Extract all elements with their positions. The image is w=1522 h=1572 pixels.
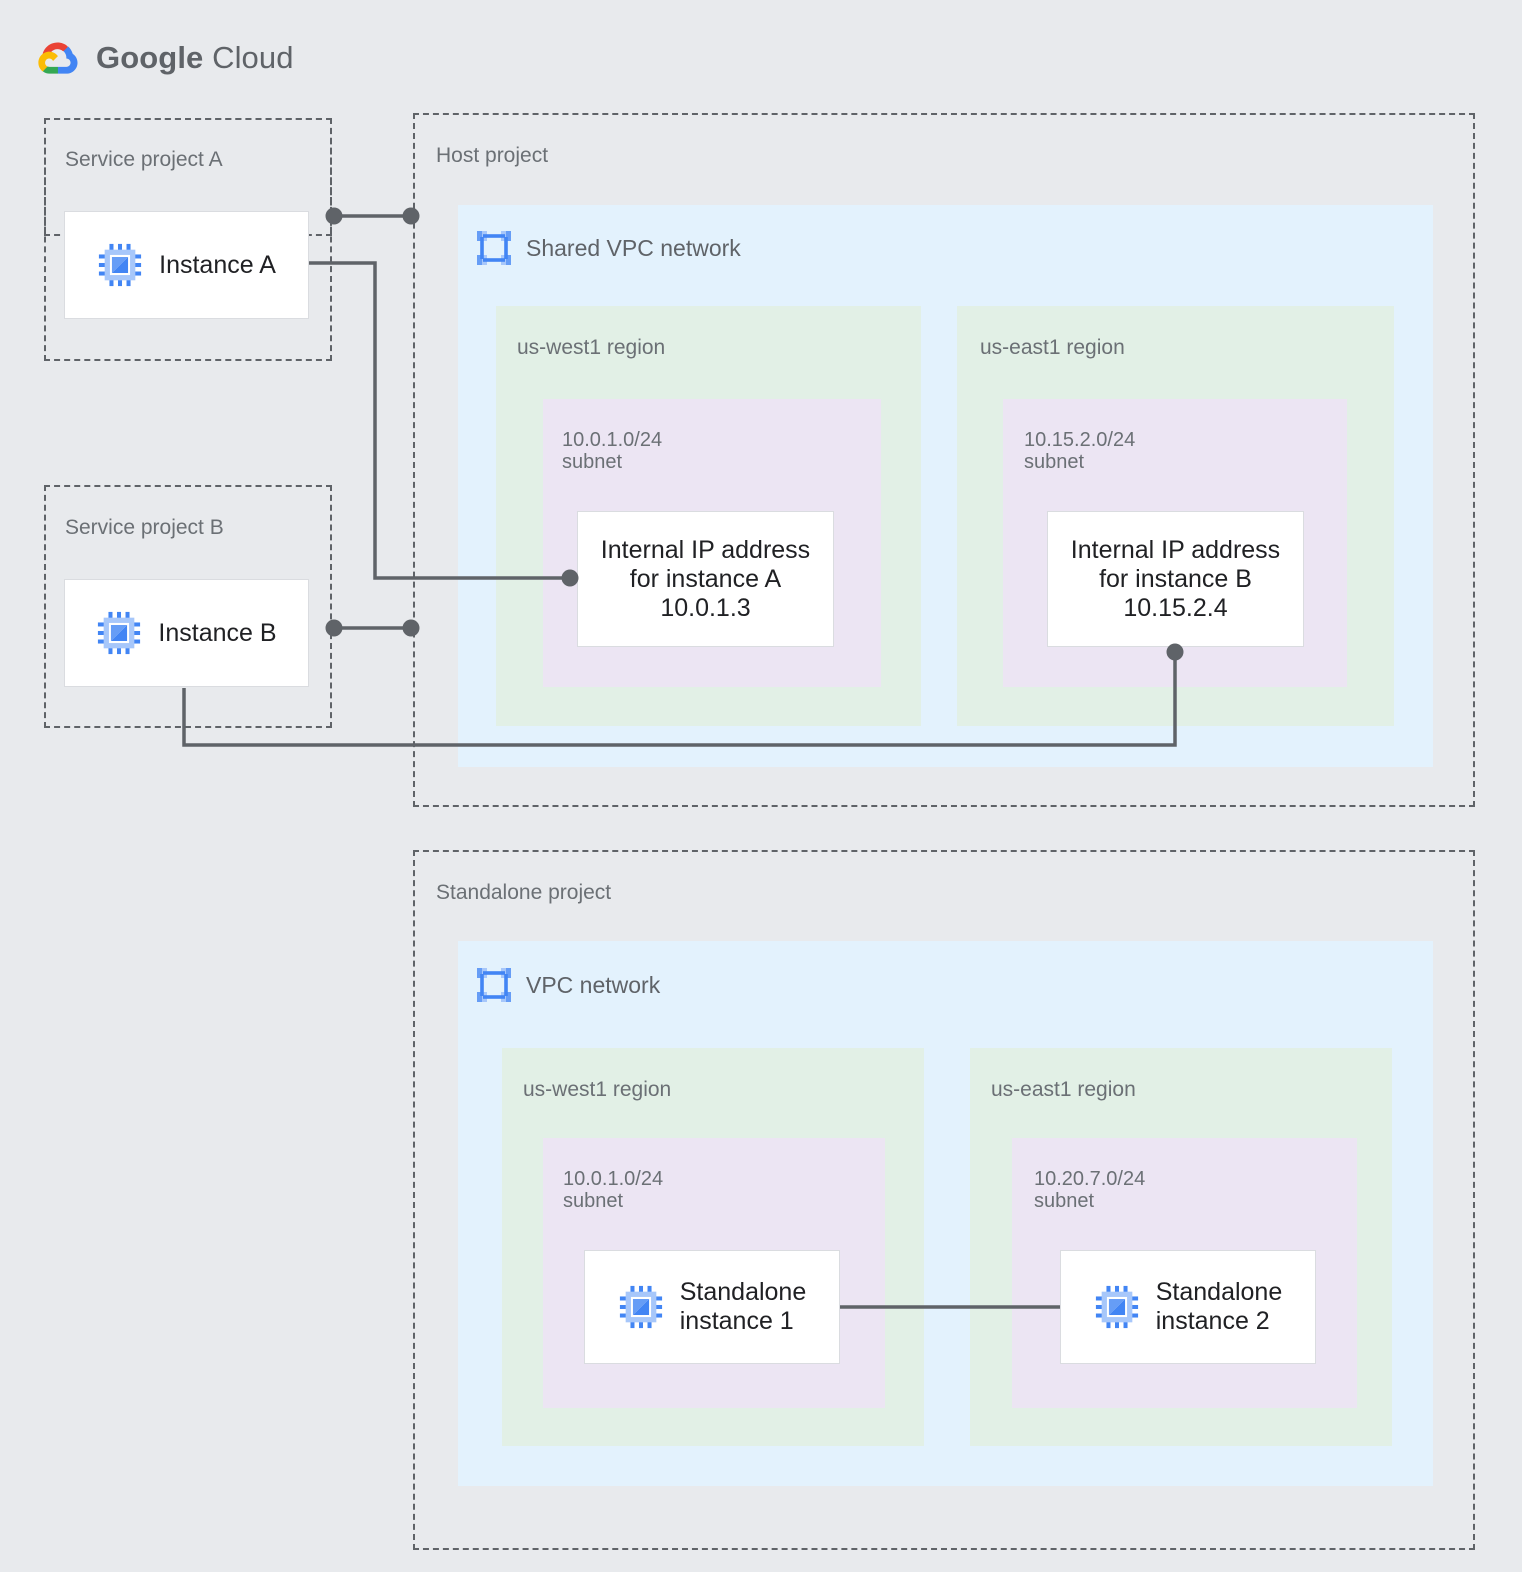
standalone-project	[413, 850, 1475, 1550]
standalone-project-label: Standalone project	[436, 881, 612, 904]
service-project-b-label: Service project B	[65, 516, 224, 539]
host-subnet-10-15-2-0-24-label: 10.15.2.0/24 subnet	[1024, 429, 1136, 474]
google-cloud-logo-icon	[38, 42, 78, 74]
internal-ip-instance-a-text: Internal IP address for instance A 10.0.…	[600, 535, 811, 622]
standalone-subnet-10-20-7-0-24-label: 10.20.7.0/24 subnet	[1034, 1168, 1146, 1213]
host-subnet-10-0-1-0-24-label: 10.0.1.0/24 subnet	[562, 429, 663, 474]
standalone-instance-2-card[interactable]: Standalone instance 2	[1060, 1250, 1316, 1364]
instance-a-label: Instance A	[159, 250, 276, 279]
standalone-instance-2-label: Standalone instance 2	[1155, 1278, 1283, 1335]
google-cloud-logo: Google Cloud	[36, 36, 294, 80]
vpc-network-icon	[477, 231, 511, 265]
brand-name-light: Cloud	[203, 40, 294, 75]
vpc-network-icon	[477, 968, 511, 1002]
standalone-region-us-east1-label: us-east1 region	[991, 1078, 1136, 1101]
internal-ip-instance-b-card[interactable]: Internal IP address for instance B 10.15…	[1047, 511, 1304, 647]
vm-instance-icon	[1095, 1285, 1138, 1329]
standalone-instance-1-label: Standalone instance 1	[679, 1278, 807, 1335]
brand-name: Google Cloud	[96, 40, 294, 76]
internal-ip-instance-b-text: Internal IP address for instance B 10.15…	[1070, 535, 1281, 622]
shared-vpc-network-title: Shared VPC network	[526, 234, 741, 261]
service-project-a-label: Service project A	[65, 148, 223, 171]
standalone-instance-1-card[interactable]: Standalone instance 1	[584, 1250, 840, 1364]
instance-b-label: Instance B	[158, 618, 277, 647]
vm-instance-icon	[619, 1285, 662, 1329]
service-project-a	[44, 118, 332, 361]
vm-instance-icon	[98, 611, 141, 655]
vpc-network-header: VPC network	[476, 967, 660, 1003]
brand-name-bold: Google	[96, 40, 204, 75]
instance-b-card[interactable]: Instance B	[64, 579, 309, 687]
instance-a-card[interactable]: Instance A	[64, 211, 309, 319]
internal-ip-instance-a-card[interactable]: Internal IP address for instance A 10.0.…	[577, 511, 834, 647]
vpc-network-title: VPC network	[526, 971, 661, 998]
host-project-label: Host project	[436, 144, 549, 167]
vm-instance-icon	[99, 243, 142, 287]
standalone-subnet-10-0-1-0-24-label: 10.0.1.0/24 subnet	[563, 1168, 664, 1213]
standalone-region-us-west1-label: us-west1 region	[523, 1078, 672, 1101]
host-region-us-east1-label: us-east1 region	[980, 336, 1125, 359]
shared-vpc-network-header: Shared VPC network	[476, 230, 741, 266]
host-region-us-west1-label: us-west1 region	[517, 336, 666, 359]
